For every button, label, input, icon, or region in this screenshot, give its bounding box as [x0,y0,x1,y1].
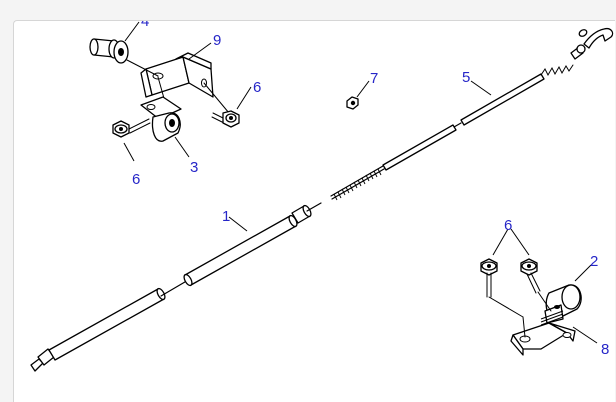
parts-diagram: 4 9 6 7 5 3 6 1 6 2 8 [30,20,614,372]
callout-6-bottom: 6 [504,217,512,234]
callout-1: 1 [222,208,230,225]
callout-9: 9 [213,32,221,49]
callout-7: 7 [370,70,378,87]
part-6-bolt-top-left [112,118,151,138]
part-7-nut [346,96,359,110]
leader-lines [123,21,598,344]
part-9-bracket [126,52,230,114]
callout-4: 4 [141,20,149,30]
part-5-inner-cable [330,27,614,201]
callout-3: 3 [190,159,198,176]
callout-6-top-right: 6 [253,79,261,96]
part-3-clamp [140,96,182,142]
part-6-bolt-top-right [211,110,240,128]
part-8-bracket [510,322,576,356]
part-4-grommet [89,38,129,64]
part-6-bolt-bottom-right [520,258,552,312]
callout-6-top-left: 6 [132,171,140,188]
part-6-bolt-bottom-left [480,258,526,338]
callout-2: 2 [590,253,598,270]
diagram-viewer: 4 9 6 7 5 3 6 1 6 2 8 [13,20,615,402]
callout-5: 5 [462,69,470,86]
callout-8: 8 [601,341,609,358]
part-2-clamp [540,284,582,326]
part-1-cable-casing [30,202,322,372]
